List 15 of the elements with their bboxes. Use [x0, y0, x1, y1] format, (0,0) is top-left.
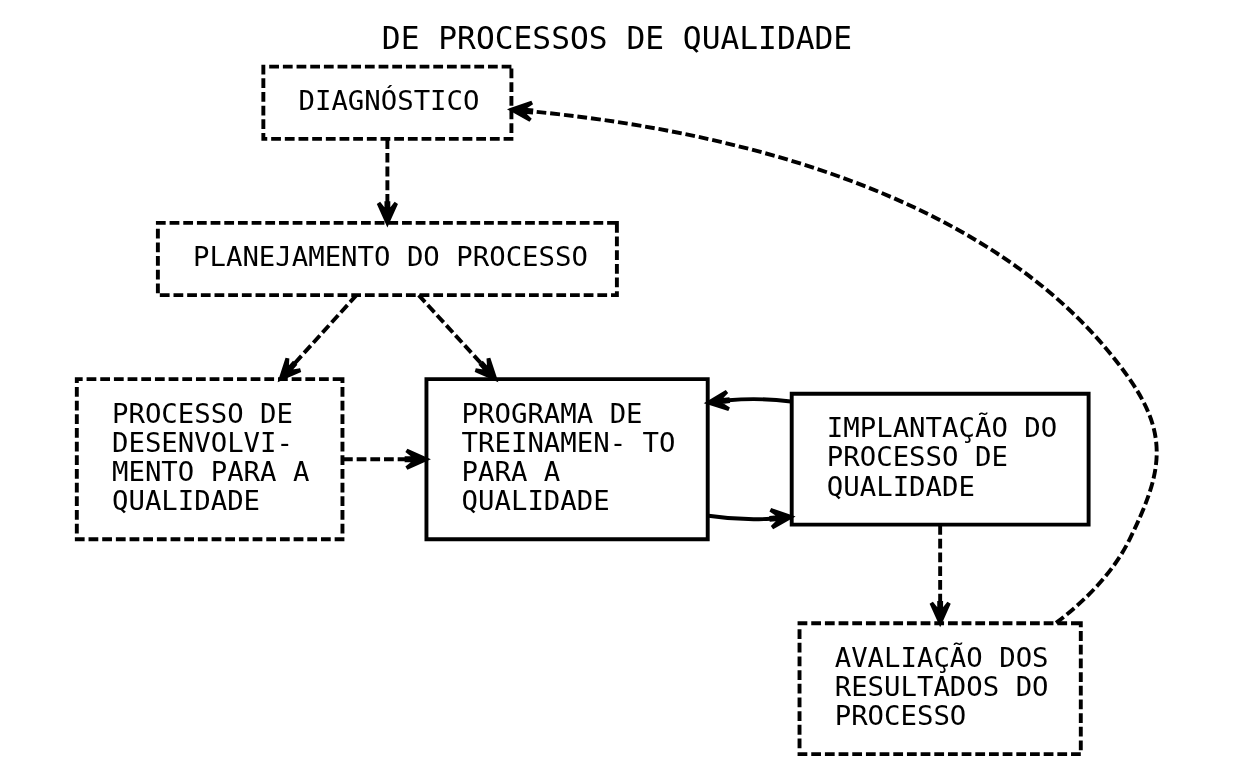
arrow [376, 139, 398, 225]
arrow [509, 100, 1159, 625]
arrow [416, 293, 497, 381]
arrow [278, 293, 358, 381]
arrow [707, 508, 793, 530]
arrow [706, 389, 791, 411]
node-box: PROCESSO DE DESENVOLVI- MENTO PARA A QUALIDADE [74, 377, 344, 542]
arrow [928, 525, 951, 625]
diagram-title: DE PROCESSOS DE QUALIDADE [381, 19, 852, 56]
node-box: AVALIAÇÃO DOS RESULTADOS DO PROCESSO [797, 621, 1083, 757]
node-box: IMPLANTAÇÃO DO PROCESSO DE QUALIDADE [789, 391, 1091, 527]
arrow [342, 448, 428, 470]
node-box: DIAGNÓSTICO [260, 64, 513, 141]
node-box: PLANEJAMENTO DO PROCESSO [155, 220, 619, 298]
node-box: PROGRAMA DE TREINAMEN- TO PARA A QUALIDADE [424, 377, 710, 542]
